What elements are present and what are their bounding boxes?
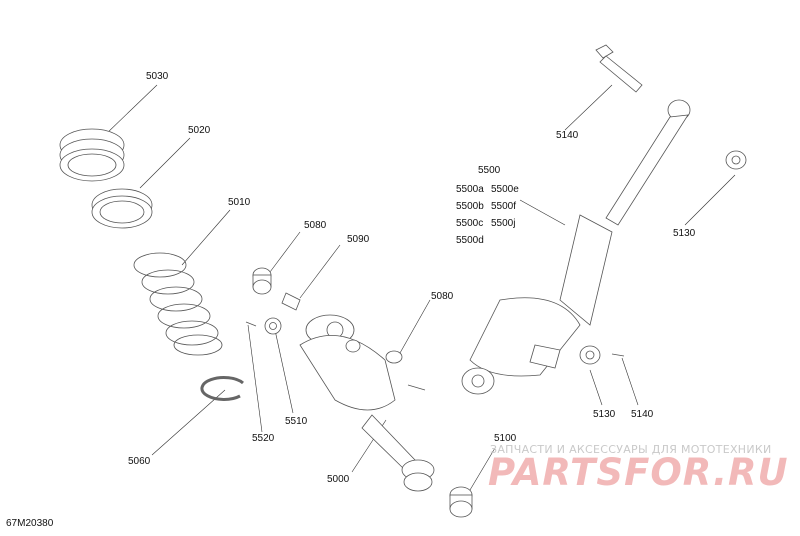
label-5130-bottom: 5130 (593, 409, 616, 420)
part-5090-sleeve (281, 292, 301, 311)
label-5100: 5100 (494, 433, 517, 444)
part-5520-screw (245, 321, 257, 327)
part-5140-screw (611, 353, 625, 357)
label-5500e: 5500e (491, 184, 519, 195)
part-5100-bushing (449, 486, 473, 518)
label-5140-bottom: 5140 (631, 409, 654, 420)
label-5500c: 5500c (456, 218, 484, 229)
leader-lines (104, 84, 736, 491)
label-5080-left: 5080 (304, 220, 327, 231)
label-5010: 5010 (228, 197, 251, 208)
part-5000-shock-absorber (299, 314, 435, 492)
part-5080-bushing-right (385, 350, 403, 364)
part-5130-nut-bottom (579, 345, 601, 365)
part-5020-collar (91, 188, 153, 229)
part-5130-nut-top (725, 150, 747, 170)
watermark-tagline: ЗАПЧАСТИ И АКСЕССУАРЫ ДЛЯ МОТОТЕХНИКИ (490, 443, 772, 456)
label-5500: 5500 (478, 165, 501, 176)
label-5080-right: 5080 (431, 291, 454, 302)
part-5010-coil-spring (133, 252, 223, 356)
part-5030-spring-retainer (59, 128, 125, 182)
diagram-code: 67M20380 (6, 518, 54, 529)
label-5500a: 5500a (456, 184, 484, 195)
label-5020: 5020 (188, 125, 211, 136)
label-5140-top: 5140 (556, 130, 579, 141)
label-5500j: 5500j (491, 218, 516, 229)
part-5510-nut (264, 317, 282, 335)
part-5500-rear-shock (461, 99, 691, 395)
watermark-logo: PARTSFOR.RU (488, 451, 789, 494)
label-5060: 5060 (128, 456, 151, 467)
label-5090: 5090 (347, 234, 370, 245)
part-5060-clip (200, 375, 244, 401)
label-5500f: 5500f (491, 201, 517, 212)
label-5510: 5510 (285, 416, 308, 427)
label-5130-top: 5130 (673, 228, 696, 239)
label-5520: 5520 (252, 433, 275, 444)
part-5140-bolt (595, 44, 643, 93)
label-5030: 5030 (146, 71, 169, 82)
label-5500b: 5500b (456, 201, 484, 212)
label-5500d: 5500d (456, 235, 484, 246)
part-5080-bushing-left (252, 267, 272, 295)
label-5000: 5000 (327, 474, 350, 485)
